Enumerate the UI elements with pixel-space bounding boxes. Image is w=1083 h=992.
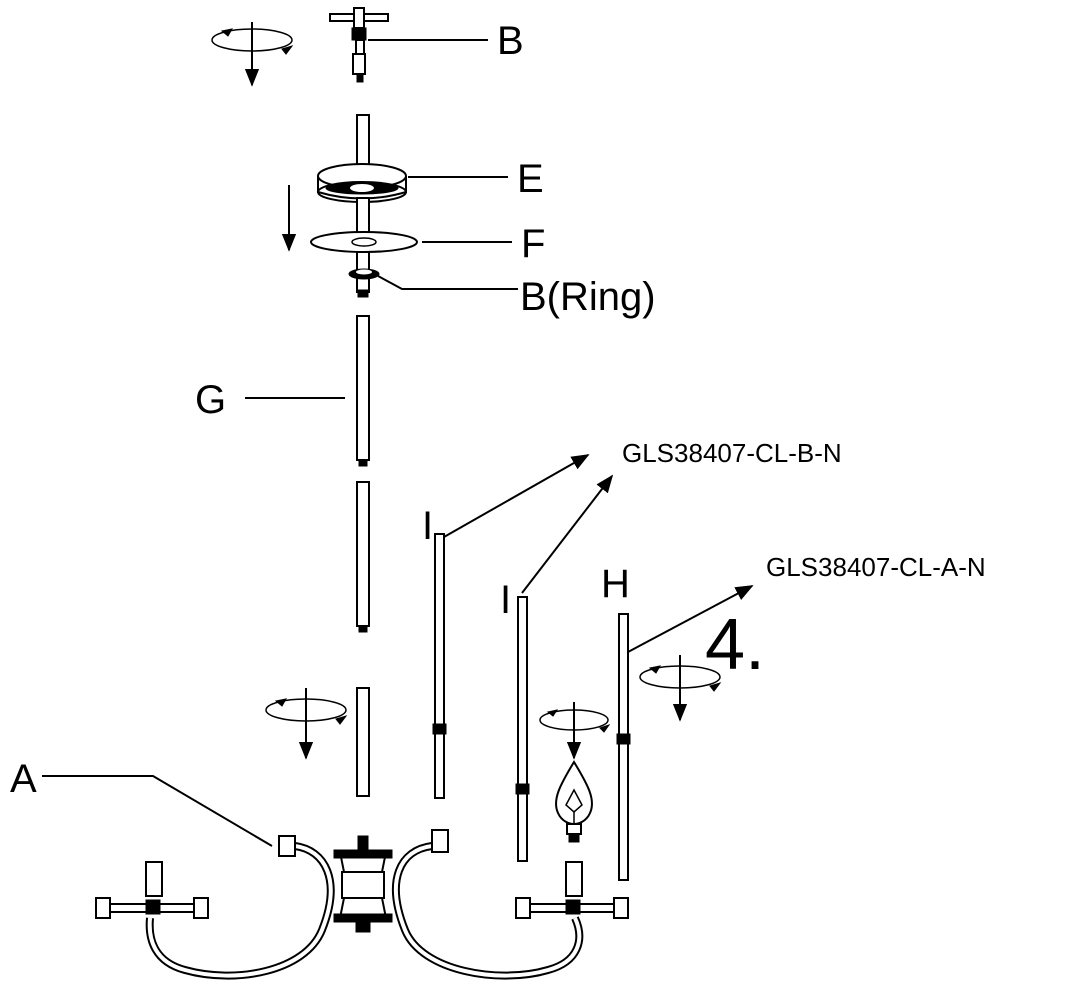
light-bulb-icon: [555, 760, 593, 843]
rotate-arrow-icon: [265, 688, 348, 760]
label-i-left: I: [422, 504, 433, 548]
label-b-ring: B(Ring): [520, 275, 656, 319]
rotate-arrow-icon: [639, 655, 722, 722]
part-i-right-rod: [515, 596, 530, 862]
label-a: A: [10, 757, 37, 801]
part-i-left-rod: [432, 533, 447, 799]
part-b-crossbar: [329, 7, 389, 83]
leader-i-right: [521, 474, 614, 594]
leader-a: [42, 775, 273, 847]
rotate-arrow-icon: [211, 22, 294, 87]
label-b: B: [497, 19, 524, 63]
part-a-body-arms: [95, 829, 629, 980]
part-f-plate: [310, 231, 418, 253]
model-number-a: GLS38407-CL-A-N: [766, 552, 986, 582]
leader-i-left: [443, 454, 590, 538]
label-i-right: I: [500, 578, 511, 622]
leader-h: [627, 585, 754, 653]
model-number-b: GLS38407-CL-B-N: [622, 438, 842, 468]
label-e: E: [517, 157, 544, 201]
part-g-stem: [356, 315, 370, 797]
label-h: H: [601, 562, 630, 606]
upper-rod: [356, 114, 370, 166]
middle-rod: [356, 197, 370, 235]
leader-b-ring: [377, 275, 518, 290]
rotate-arrow-icon: [539, 702, 611, 760]
label-g: G: [195, 378, 226, 422]
part-e-canopy: [317, 163, 407, 203]
label-f: F: [521, 222, 545, 266]
step-number: 4.: [705, 605, 765, 685]
part-h-rod: [616, 613, 631, 881]
part-b-ring: [348, 268, 380, 298]
